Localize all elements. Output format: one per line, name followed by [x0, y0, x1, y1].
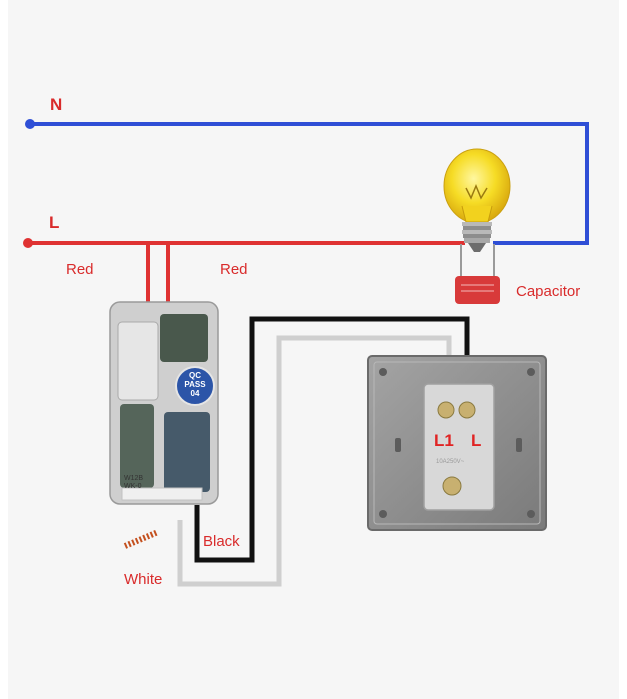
white-wire: [177, 335, 452, 587]
capacitor: [455, 244, 500, 304]
l-terminal-screw: [458, 401, 476, 419]
red-wire-label-left: Red: [66, 261, 94, 278]
black-wire: [194, 316, 470, 563]
qc-pass-badge: [175, 366, 215, 406]
red-wire-label-right: Red: [220, 261, 248, 278]
white-wire-label: White: [124, 571, 163, 588]
black-wire-label: Black: [203, 533, 240, 550]
qc-badge-text: QC PASS 04: [180, 371, 210, 398]
module-print-line1: W12B: [124, 475, 144, 482]
common-terminal-screw: [442, 476, 462, 496]
neutral-label: N: [50, 95, 63, 114]
live-terminal-dot: [23, 238, 33, 248]
live-label: L: [49, 213, 60, 232]
wall-switch: [367, 355, 547, 531]
neutral-terminal-dot: [25, 119, 35, 129]
neutral-wire: [25, 119, 589, 245]
switch-rating: 10A250V~: [436, 459, 465, 465]
qc-badge-line3: 04: [190, 389, 200, 398]
l1-terminal-screw: [437, 401, 455, 419]
module-print: W12B WK-0: [124, 475, 143, 491]
terminal-l1-label: L1: [434, 431, 454, 450]
live-wire: [23, 238, 465, 305]
qc-badge-line2: PASS: [184, 380, 206, 389]
wireless-module: [109, 301, 219, 549]
qc-badge-line1: QC: [189, 371, 201, 380]
capacitor-label: Capacitor: [516, 283, 581, 300]
terminal-l-label: L: [471, 431, 482, 450]
light-bulb: [443, 148, 511, 252]
module-print-line2: WK-0: [124, 483, 142, 490]
